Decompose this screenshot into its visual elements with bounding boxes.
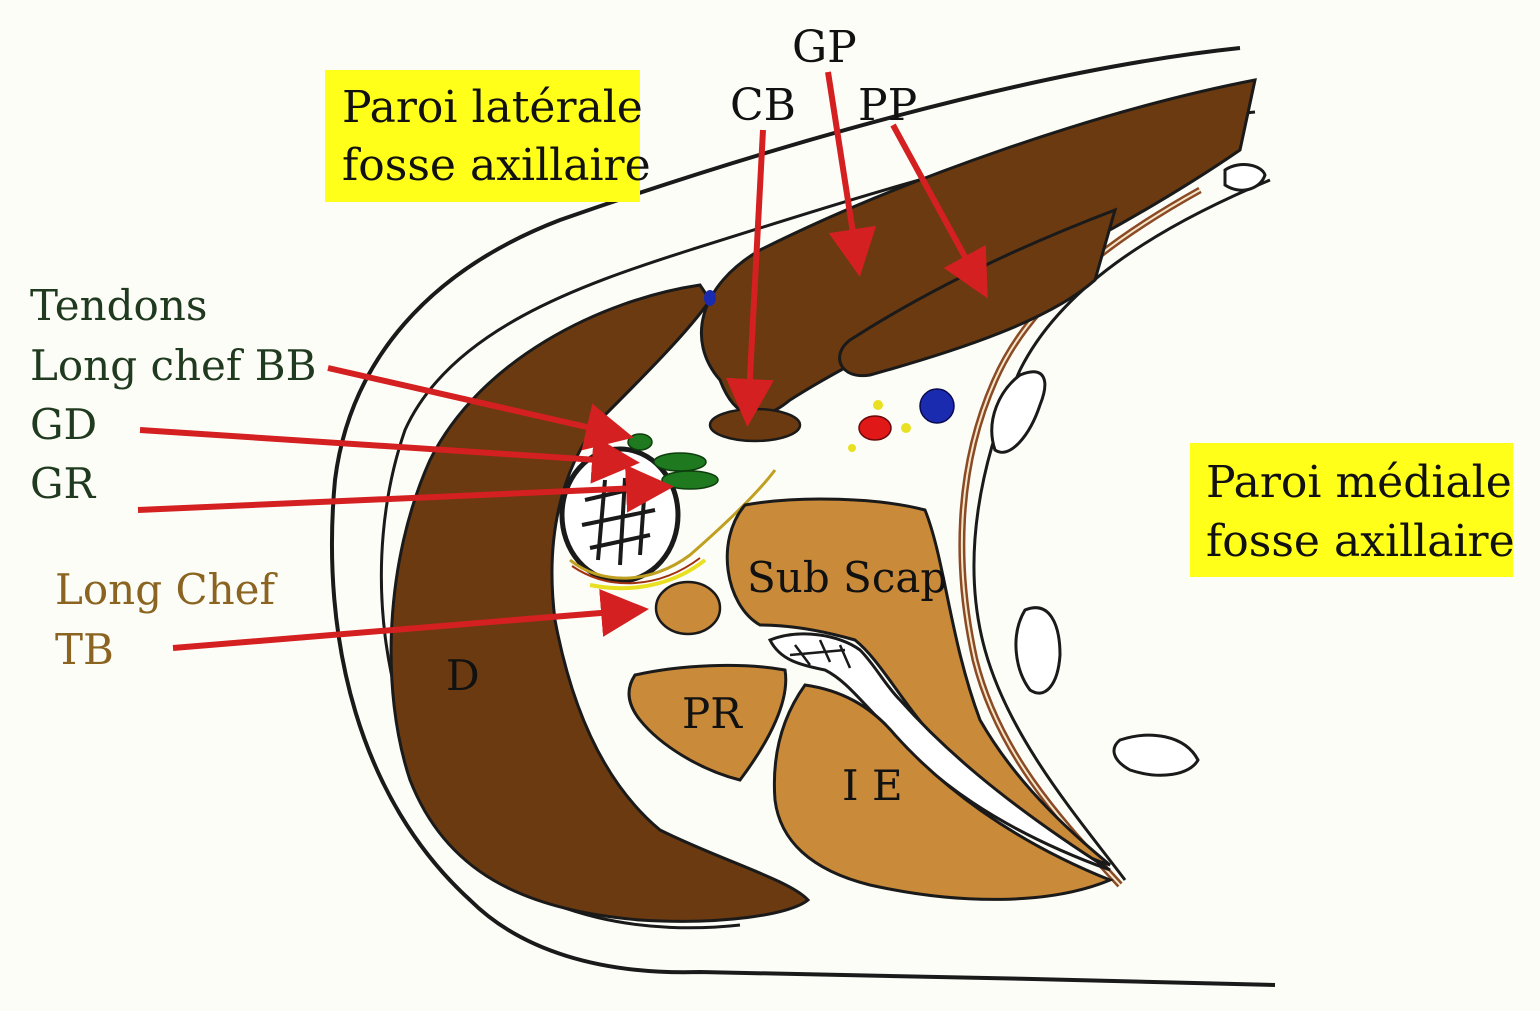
label-ie: I E	[842, 761, 903, 810]
label-cb: CB	[730, 80, 796, 131]
scapula-hatching	[789, 639, 852, 669]
nerve-dot	[901, 423, 911, 433]
medial-wall-outline	[972, 178, 1271, 881]
arrow-gd	[139, 427, 640, 484]
arrow-long-chef-bb	[327, 365, 634, 451]
arrow-cb	[725, 129, 774, 427]
axillary-vein	[919, 388, 955, 424]
label-sub-scap: Sub Scap	[747, 553, 947, 602]
label-gp: GP	[792, 22, 857, 73]
label-long-chef-tb-line1: Long Chef	[55, 565, 279, 614]
label-arrows	[137, 71, 988, 651]
lateral-wall-label-line1: Paroi latérale	[342, 82, 643, 133]
tendon-long-head-biceps	[627, 433, 653, 451]
deltoid-muscle	[389, 283, 811, 923]
label-gr: GR	[30, 459, 97, 508]
clavicle-tip	[1223, 163, 1267, 192]
scapula-bone	[767, 632, 1111, 872]
rib-upper	[990, 370, 1047, 454]
medial-wall-label-line2: fosse axillaire	[1206, 516, 1515, 567]
arrow-pp	[890, 123, 988, 299]
humerus-sheath	[569, 469, 777, 580]
label-d: D	[446, 651, 480, 700]
medial-wall-box	[1190, 443, 1513, 577]
label-gd: GD	[30, 400, 97, 449]
label-long-chef-bb: Long chef BB	[30, 341, 317, 390]
lateral-wall-box	[325, 70, 640, 202]
nerve-dot	[848, 444, 856, 452]
medial-wall-label-line1: Paroi médiale	[1206, 457, 1512, 508]
infraspinatus-muscle	[772, 683, 1114, 901]
yellow-band	[589, 558, 707, 591]
label-long-chef-tb-line2: TB	[55, 625, 114, 674]
label-pp: PP	[858, 80, 917, 131]
tendon-latissimus	[653, 452, 707, 472]
coracobrachialis-muscle	[708, 407, 802, 443]
lateral-wall-label-line2: fosse axillaire	[342, 140, 651, 191]
skin-outline	[329, 46, 1276, 987]
rib-lower	[1112, 733, 1200, 777]
cephalic-vein	[704, 290, 716, 306]
label-tendons: Tendons	[30, 281, 207, 330]
nerve-dot	[873, 400, 883, 410]
long-head-triceps-muscle	[654, 580, 722, 636]
rib-bones	[990, 163, 1267, 777]
axillary-artery	[858, 415, 892, 441]
arrow-long-chef-tb	[172, 589, 649, 651]
teres-minor-muscle	[627, 663, 788, 782]
arrow-gp	[825, 71, 877, 277]
humerus-sheath-red	[571, 557, 701, 585]
label-pr: PR	[682, 689, 743, 738]
arrow-gr	[137, 464, 674, 513]
rib-middle	[1014, 606, 1062, 695]
tendon-teres-major	[661, 470, 719, 490]
